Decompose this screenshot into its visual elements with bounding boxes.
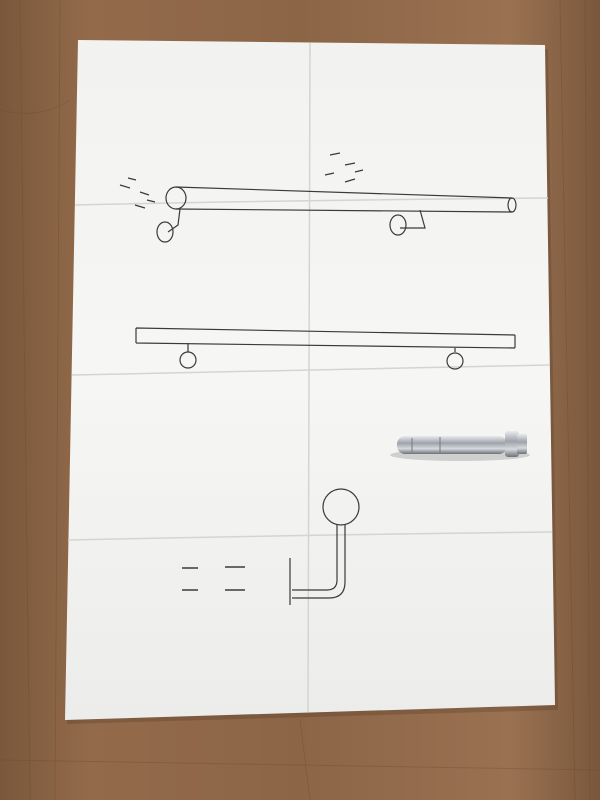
paper-folds — [67, 42, 553, 713]
anchor-bolt — [390, 431, 530, 461]
line-drawings — [119, 152, 517, 605]
handrail-drawing — [135, 327, 516, 370]
bracket-drawing — [289, 488, 360, 605]
screw-drawing — [182, 566, 245, 591]
handrail-drawing — [156, 186, 517, 243]
paper-sheet — [65, 40, 555, 720]
screw-drawing — [119, 152, 364, 209]
